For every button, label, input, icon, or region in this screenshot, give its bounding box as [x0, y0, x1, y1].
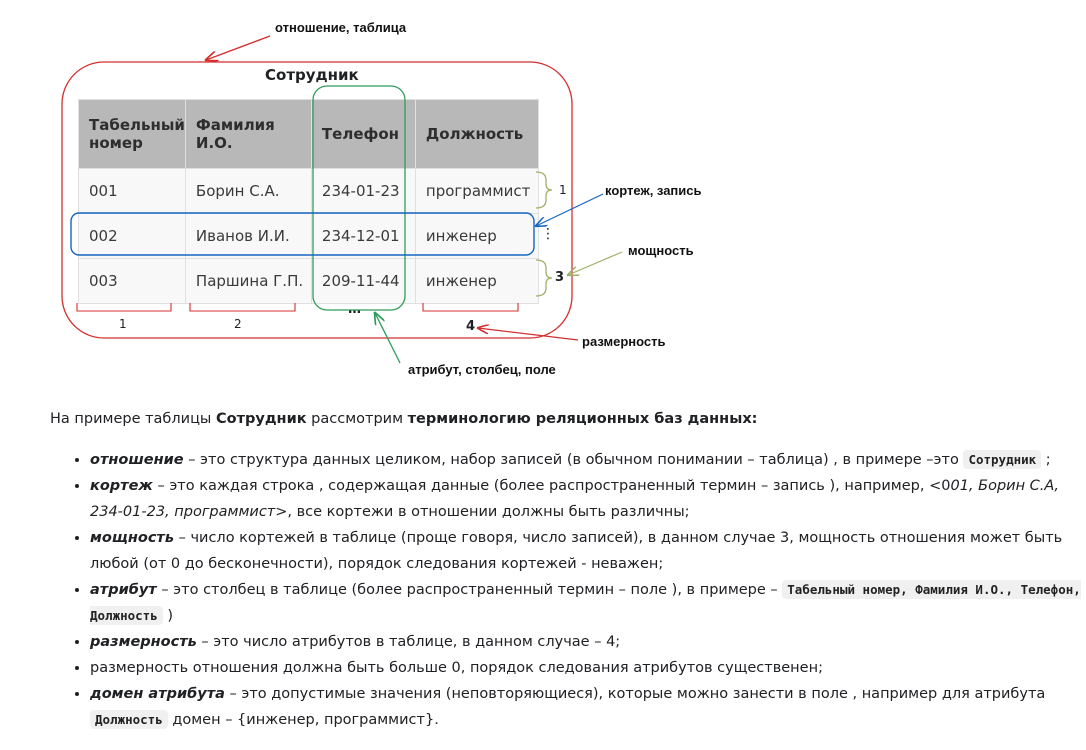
column-brace	[76, 303, 172, 312]
table-row: 002 Иванов И.И. 234-12-01 инженер	[78, 213, 539, 259]
intro-paragraph: На примере таблицы Сотрудник рассмотрим …	[50, 408, 757, 430]
term-name: отношение	[90, 452, 184, 468]
vertical-ellipsis: ⋮	[541, 226, 555, 242]
term-text: >, все кортежи в отношении должны быть р…	[275, 504, 690, 520]
table-cell: Иванов И.И.	[184, 213, 312, 259]
list-item: размерность отношения должна быть больше…	[90, 655, 1086, 681]
table-cell: 209-11-44	[310, 258, 416, 304]
table-cell: программист	[414, 168, 539, 214]
cardinality-arrow	[568, 251, 623, 275]
term-text: размерность отношения должна быть больше…	[90, 660, 823, 676]
term-text: – это допустимые значения (неповторяющие…	[224, 686, 1046, 702]
table-cell: Паршина Г.П.	[184, 258, 312, 304]
intro-text: рассмотрим	[306, 411, 408, 427]
table-cell: 234-01-23	[310, 168, 416, 214]
relation-label: отношение, таблица	[275, 20, 407, 35]
table-row: 003 Паршина Г.П. 209-11-44 инженер	[78, 258, 539, 304]
term-name: домен атрибута	[90, 686, 225, 702]
intro-text: На примере таблицы	[50, 411, 216, 427]
tuple-label: кортеж, запись	[605, 183, 702, 198]
table-cell: 003	[78, 258, 186, 304]
terms-list: отношение – это структура данных целиком…	[64, 447, 1086, 733]
term-example: 01, Борин С.А, 234-01-23, программист	[90, 478, 1059, 520]
table-title: Сотрудник	[265, 66, 359, 84]
table-cell: 234-12-01	[310, 213, 416, 259]
row-brace	[535, 171, 553, 209]
attribute-label: атрибут, столбец, поле	[408, 362, 556, 377]
term-name: мощность	[90, 530, 174, 546]
attribute-outline	[312, 85, 406, 311]
term-text: – это столбец в таблице (более распростр…	[156, 582, 783, 598]
header-cell: Фамилия И.О.	[184, 99, 312, 169]
cardinality-brace	[535, 259, 553, 297]
cardinality-value: 3	[555, 270, 565, 285]
dimension-value: 4	[466, 319, 476, 334]
table-row: 001 Борин С.А. 234-01-23 программист	[78, 168, 539, 214]
inline-code: Сотрудник	[963, 450, 1042, 469]
term-name: кортеж	[90, 478, 153, 494]
column-brace	[189, 303, 296, 312]
inline-code: Должность	[90, 710, 168, 729]
term-text: домен – {инженер, программист}.	[167, 712, 439, 728]
table-cell: инженер	[414, 213, 539, 259]
intro-bold-table: Сотрудник	[216, 411, 307, 427]
attribute-arrow	[375, 313, 401, 364]
term-name: размерность	[90, 634, 197, 650]
term-text: ;	[1041, 452, 1051, 468]
header-cell: Телефон	[310, 99, 416, 169]
list-item: домен атрибута – это допустимые значения…	[90, 681, 1086, 733]
dimension-label: размерность	[582, 334, 666, 349]
list-item: атрибут – это столбец в таблице (более р…	[90, 577, 1086, 629]
tuple-outline	[70, 212, 535, 256]
header-cell: Должность	[414, 99, 539, 169]
column-number-label: 2	[234, 317, 242, 331]
term-text: – это число атрибутов в таблице, в данно…	[196, 634, 621, 650]
annotation-overlay	[61, 35, 623, 364]
term-text: )	[162, 608, 174, 624]
table-cell: Борин С.А.	[184, 168, 312, 214]
term-text: – это структура данных целиком, набор за…	[183, 452, 964, 468]
term-text: – число кортежей в таблице (проще говоря…	[90, 530, 1063, 572]
cardinality-label: мощность	[628, 243, 694, 258]
list-item: отношение – это структура данных целиком…	[90, 447, 1086, 473]
column-brace	[422, 303, 519, 312]
intro-bold-terminology: терминологию реляционных баз данных:	[407, 411, 758, 427]
relation-arrow	[206, 35, 271, 60]
employee-table: Табельный номер Фамилия И.О. Телефон Дол…	[78, 99, 539, 304]
list-item: кортеж – это каждая строка , содержащая …	[90, 473, 1086, 525]
term-name: атрибут	[90, 582, 157, 598]
column-number-label: 1	[119, 317, 127, 331]
table-header-row: Табельный номер Фамилия И.О. Телефон Дол…	[78, 99, 539, 169]
relation-outline	[61, 61, 573, 339]
tuple-arrow	[536, 193, 604, 226]
dimension-arrow	[478, 328, 579, 341]
list-item: размерность – это число атрибутов в табл…	[90, 629, 1086, 655]
brace-count-label: 1	[559, 183, 567, 197]
list-item: мощность – число кортежей в таблице (про…	[90, 525, 1086, 577]
table-cell: 002	[78, 213, 186, 259]
horizontal-ellipsis: …	[348, 302, 361, 317]
table-cell: инженер	[414, 258, 539, 304]
term-text: – это каждая строка , содержащая данные …	[152, 478, 951, 494]
